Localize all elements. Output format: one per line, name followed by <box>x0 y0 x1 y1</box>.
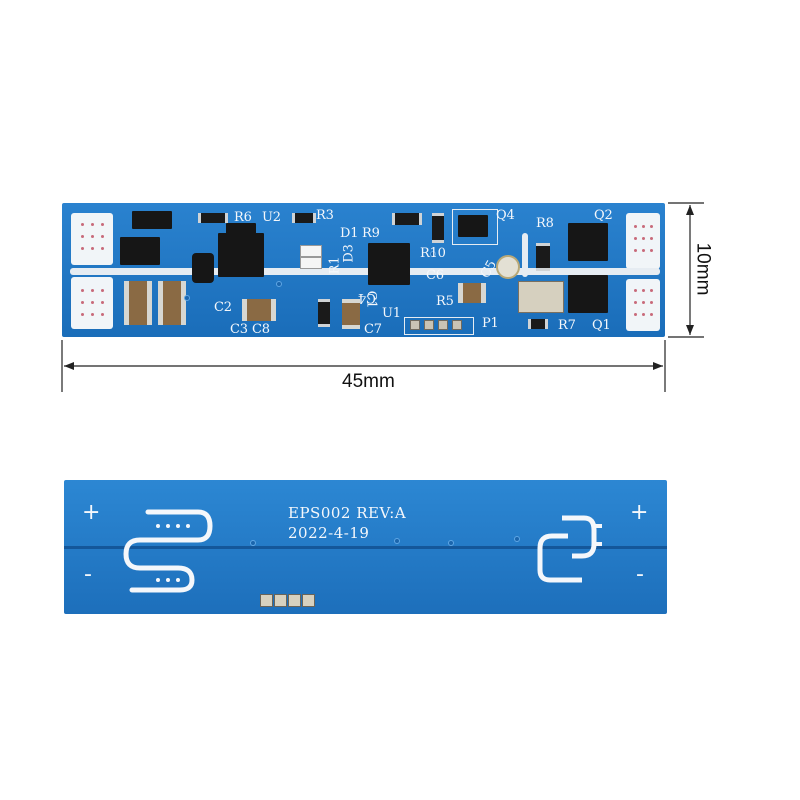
r9-resistor <box>392 213 422 225</box>
led-d1 <box>300 245 322 257</box>
capacitor-c3 <box>242 299 276 321</box>
via <box>514 536 520 542</box>
diode-component <box>132 211 172 229</box>
label-c6: C6 <box>426 268 444 283</box>
plus-right: + <box>630 500 649 525</box>
label-c3: C3 <box>230 322 248 337</box>
r1-resistor <box>318 299 330 327</box>
via <box>394 538 400 544</box>
programming-header <box>404 317 474 335</box>
q4-component <box>458 215 488 237</box>
header-pin-3 <box>438 320 448 330</box>
label-c7: C7 <box>364 322 382 337</box>
back-divider <box>64 546 667 549</box>
u2-tab <box>226 223 256 235</box>
pad-bottom-right <box>626 279 660 331</box>
r10-resistor <box>432 213 444 243</box>
led-d3 <box>300 257 322 269</box>
label-r8: R8 <box>536 216 554 231</box>
header-pin-4 <box>452 320 462 330</box>
label-q2: Q2 <box>594 208 613 223</box>
pcb-front: R6 U2 R3 D1 R9 R1 D3 C4 C1 C2 C3 C8 U1 C… <box>62 203 665 337</box>
capacitor-c7 <box>342 299 360 329</box>
label-q4: Q4 <box>496 208 515 223</box>
model-label: EPS002 REV:A <box>288 504 407 522</box>
test-pad-4 <box>302 594 315 607</box>
label-d1: D1 <box>340 226 359 241</box>
r7-resistor <box>528 319 548 329</box>
sensor-component <box>192 253 214 283</box>
label-p1: P1 <box>482 316 499 331</box>
plug-icon <box>537 515 602 583</box>
capacitor-large-2 <box>158 281 186 325</box>
label-r9: R9 <box>362 226 380 241</box>
minus-left: - <box>84 562 92 587</box>
test-pad-1 <box>260 594 273 607</box>
pin-grid-p1 <box>518 281 564 313</box>
pad-top-left <box>71 213 113 265</box>
q2-component <box>568 223 608 261</box>
test-pad-2 <box>274 594 287 607</box>
capacitor-large-1 <box>124 281 152 325</box>
via <box>250 540 256 546</box>
label-q1: Q1 <box>592 318 611 333</box>
via <box>276 281 282 287</box>
label-u2: U2 <box>262 210 281 225</box>
capacitor-c6 <box>458 283 486 303</box>
regulator-component <box>120 237 160 265</box>
label-r7: R7 <box>558 318 576 333</box>
label-r6: R6 <box>234 210 252 225</box>
r3-resistor <box>292 213 316 223</box>
label-u1: U1 <box>382 306 401 321</box>
q4-outline <box>452 209 498 245</box>
via <box>184 295 190 301</box>
sensor-wave-icon <box>123 509 213 593</box>
label-r10: R10 <box>420 246 446 261</box>
pad-top-right <box>626 213 660 269</box>
date-label: 2022-4-19 <box>288 524 370 542</box>
width-dimension-label: 45mm <box>342 371 395 392</box>
u1-component <box>368 243 410 285</box>
test-pad-3 <box>288 594 301 607</box>
potentiometer <box>496 255 520 279</box>
header-pin-2 <box>424 320 434 330</box>
via <box>430 251 436 257</box>
minus-right: - <box>636 562 644 587</box>
pad-bottom-left <box>71 277 113 329</box>
r6-resistor <box>198 213 228 223</box>
label-r3: R3 <box>316 208 334 223</box>
height-dimension-label: 10mm <box>692 242 714 296</box>
white-bar <box>522 233 528 277</box>
label-r5: R5 <box>436 294 454 309</box>
label-c2: C2 <box>214 300 232 315</box>
q1-component <box>568 275 608 313</box>
label-c8: C8 <box>252 322 270 337</box>
header-pin-1 <box>410 320 420 330</box>
via <box>448 540 454 546</box>
r8-resistor <box>536 243 550 271</box>
divider-trace <box>70 268 660 275</box>
plus-left: + <box>82 500 101 525</box>
u2-component <box>218 233 264 277</box>
pcb-back: EPS002 REV:A 2022-4-19 + - + - <box>64 480 667 614</box>
